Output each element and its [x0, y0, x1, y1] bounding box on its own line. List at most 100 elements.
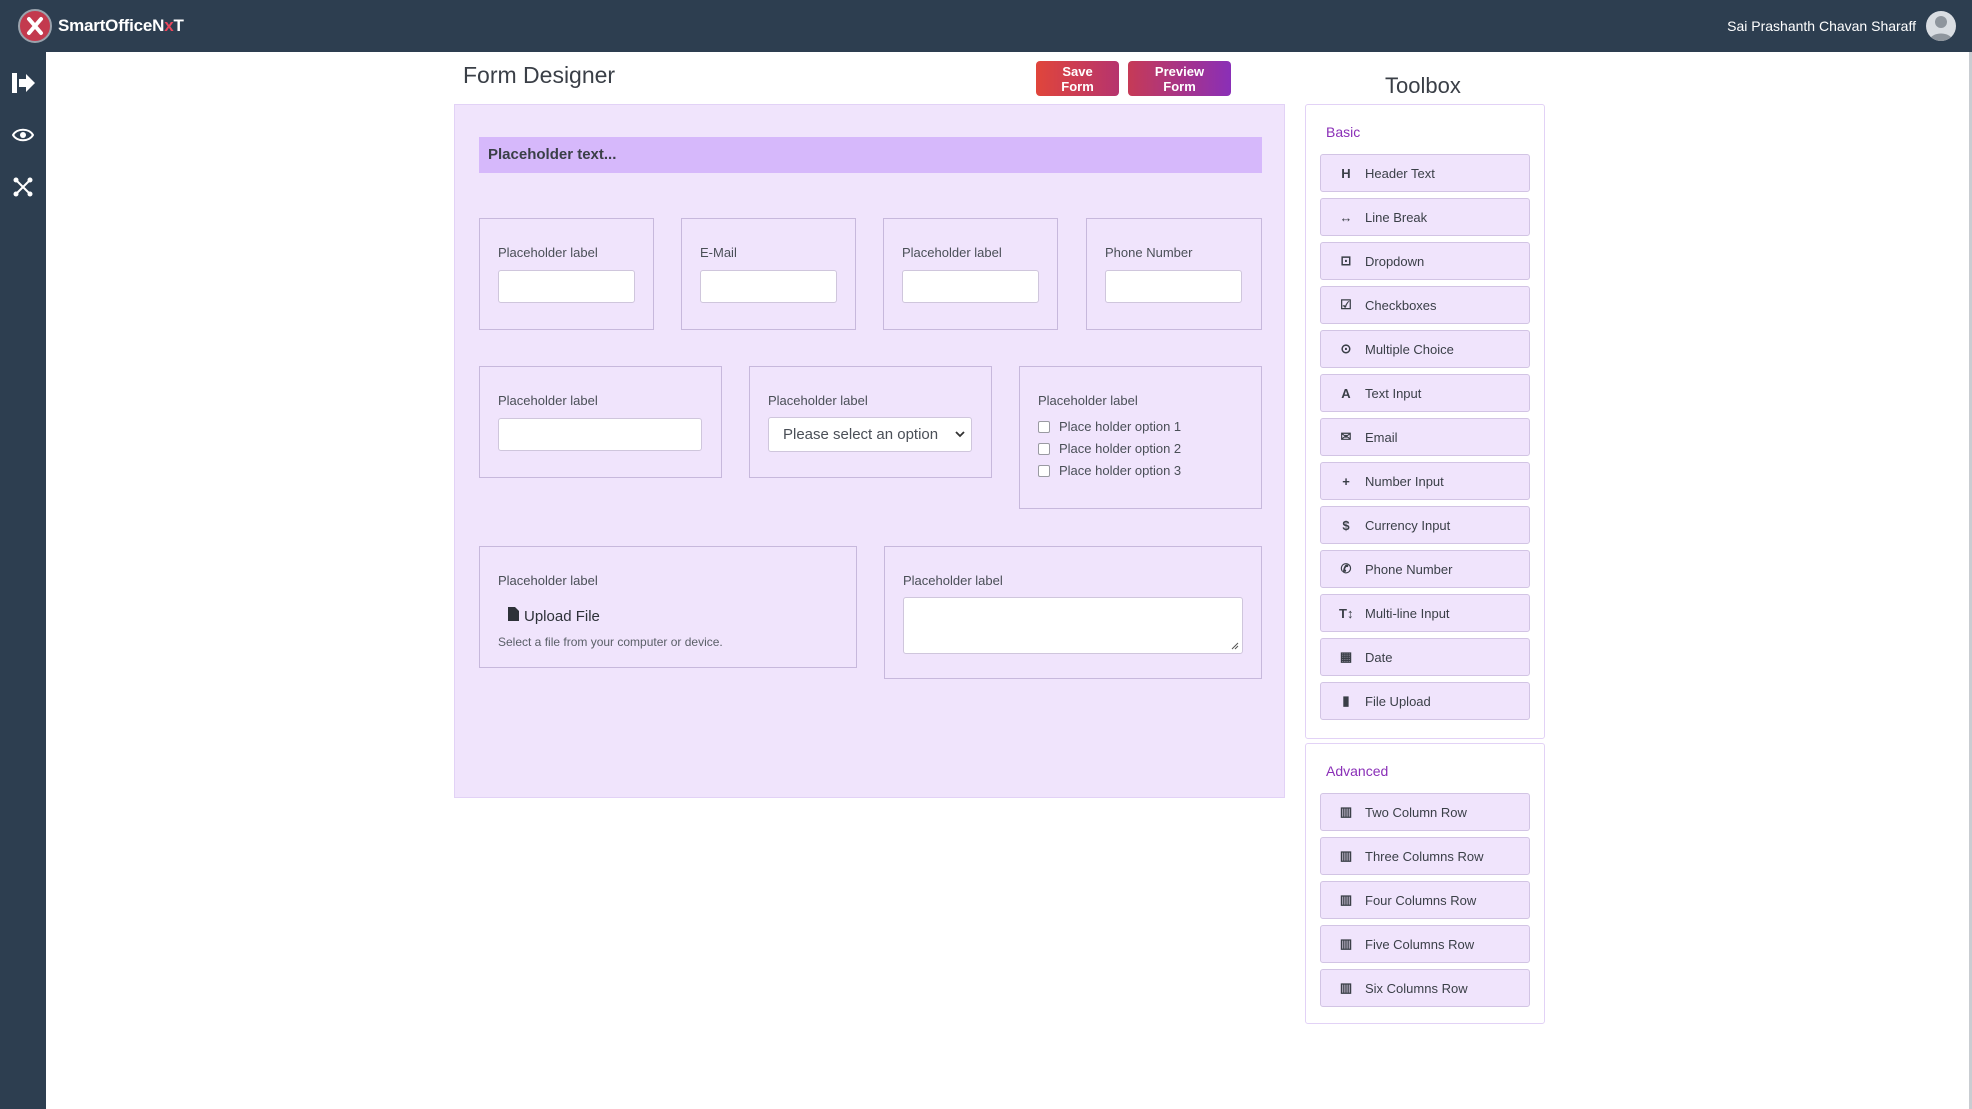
toolbox-item-label: Three Columns Row: [1365, 848, 1484, 864]
toolbox-item-label: Phone Number: [1365, 561, 1453, 577]
email-field[interactable]: E-Mail: [681, 218, 856, 330]
network-icon[interactable]: [8, 172, 38, 202]
field-label: Placeholder label: [768, 393, 868, 408]
upload-file-button[interactable]: Upload File: [508, 607, 600, 625]
text-height-icon: T↕: [1339, 605, 1354, 621]
plus-icon: +: [1342, 473, 1350, 489]
columns-icon: ▥: [1339, 848, 1353, 863]
arrows-horizontal-icon: ↔: [1339, 209, 1353, 225]
text-input-field[interactable]: Placeholder label: [479, 218, 654, 330]
toolbox-item-file-upload[interactable]: ▮File Upload: [1320, 682, 1530, 720]
file-icon: [508, 607, 519, 625]
upload-hint: Select a file from your computer or devi…: [498, 635, 723, 649]
checkbox-option[interactable]: Place holder option 2: [1038, 441, 1181, 456]
field-label: Placeholder label: [903, 573, 1003, 588]
dropdown-field[interactable]: Placeholder label Please select an optio…: [749, 366, 992, 478]
phone-number-field[interactable]: Phone Number: [1086, 218, 1262, 330]
text-input-field[interactable]: Placeholder label: [479, 366, 722, 478]
dropdown-value: Please select an option: [783, 426, 939, 443]
header-text-field[interactable]: Placeholder text...: [479, 137, 1262, 173]
multiline-input-field[interactable]: Placeholder label: [884, 546, 1262, 679]
checkbox[interactable]: [1038, 442, 1050, 455]
basic-section-title: Basic: [1326, 124, 1361, 140]
field-label: Placeholder label: [498, 573, 598, 588]
toolbox-item-email[interactable]: ✉Email: [1320, 418, 1530, 456]
toolbox-item-three-columns-row[interactable]: ▥ Three Columns Row: [1320, 837, 1530, 875]
columns-icon: ▥: [1339, 892, 1353, 907]
toolbox-item-label: File Upload: [1365, 693, 1431, 709]
text-input[interactable]: [498, 270, 635, 303]
checkbox[interactable]: [1038, 464, 1050, 477]
toolbox-item-label: Currency Input: [1365, 517, 1451, 533]
chevron-down-icon: [955, 418, 965, 464]
toolbox-item-four-columns-row[interactable]: ▥Four Columns Row: [1320, 881, 1530, 919]
dropdown-icon: ⊡: [1340, 253, 1352, 268]
eye-icon[interactable]: [8, 120, 38, 150]
dollar-icon: $: [1342, 517, 1350, 533]
radio-icon: ⊙: [1340, 341, 1352, 356]
dropdown-select[interactable]: Please select an option: [768, 417, 972, 452]
field-label: Phone Number: [1105, 245, 1193, 260]
header-icon: H: [1341, 165, 1351, 181]
phone-icon: ✆: [1340, 561, 1352, 576]
multiline-textarea[interactable]: [903, 597, 1243, 654]
columns-icon: ▥: [1339, 936, 1353, 951]
resize-grip-icon[interactable]: [1231, 642, 1239, 650]
toolbox-item-label: Header Text: [1365, 165, 1435, 181]
scrollbar[interactable]: [1969, 52, 1972, 1109]
field-label: Placeholder label: [1038, 393, 1138, 408]
text-input[interactable]: [498, 418, 702, 451]
checkbox-option[interactable]: Place holder option 3: [1038, 463, 1181, 478]
toolbox-item-phone-number[interactable]: ✆ Phone Number: [1320, 550, 1530, 588]
checkbox-option-label: Place holder option 3: [1059, 463, 1182, 478]
calendar-icon: ▦: [1339, 649, 1353, 664]
field-label: Placeholder label: [498, 245, 598, 260]
toolbox-item-header-text[interactable]: H Header Text: [1320, 154, 1530, 192]
toolbox-item-label: Email: [1365, 429, 1398, 445]
top-bar: SmartOfficeNxT Sai Prashanth Chavan Shar…: [0, 0, 1972, 52]
save-form-button[interactable]: Save Form: [1036, 61, 1119, 96]
toolbox-item-label: Multiple Choice: [1365, 341, 1454, 357]
upload-file-label: Upload File: [524, 607, 600, 625]
avatar[interactable]: [1926, 11, 1956, 41]
toolbox-item-six-columns-row[interactable]: ▥Six Columns Row: [1320, 969, 1530, 1007]
form-canvas[interactable]: Placeholder text... Placeholder label E-…: [454, 104, 1285, 798]
toolbox-item-label: Five Columns Row: [1365, 936, 1475, 952]
toolbox-item-multiline-input[interactable]: T↕Multi-line Input: [1320, 594, 1530, 632]
toolbox-item-five-columns-row[interactable]: ▥ Five Columns Row: [1320, 925, 1530, 963]
app-logo-icon[interactable]: [18, 9, 52, 43]
brand-end: T: [173, 16, 184, 35]
checkbox[interactable]: [1038, 420, 1050, 433]
brand-main: SmartOfficeN: [58, 16, 165, 35]
toolbox-item-label: Dropdown: [1365, 253, 1425, 269]
brand-name[interactable]: SmartOfficeNxT: [58, 16, 184, 36]
toolbox-item-dropdown[interactable]: ⊡ Dropdown: [1320, 242, 1530, 280]
toolbox-item-multiple-choice[interactable]: ⊙ Multiple Choice: [1320, 330, 1530, 368]
toolbox-basic-panel: Basic H Header Text ↔ Line Break ⊡ Dropdown…: [1305, 104, 1545, 739]
file-upload-field[interactable]: Placeholder label Upload File Select a f…: [479, 546, 857, 668]
columns-icon: ▥: [1339, 804, 1353, 819]
toolbox-item-date[interactable]: ▦Date: [1320, 638, 1530, 676]
toolbox-item-label: Line Break: [1365, 209, 1428, 225]
user-avatar-icon: [1929, 16, 1953, 41]
user-name[interactable]: Sai Prashanth Chavan Sharaff: [1727, 18, 1916, 34]
phone-input[interactable]: [1105, 270, 1242, 303]
toolbox-item-currency-input[interactable]: $ Currency Input: [1320, 506, 1530, 544]
checkboxes-field[interactable]: Placeholder label Place holder option 1 …: [1019, 366, 1262, 509]
text-input-field[interactable]: Placeholder label: [883, 218, 1058, 330]
columns-icon: ▥: [1339, 980, 1353, 995]
checkbox-option[interactable]: Place holder option 1: [1038, 419, 1181, 434]
toolbox-item-two-column-row[interactable]: ▥ Two Column Row: [1320, 793, 1530, 831]
toolbox-item-label: Checkboxes: [1365, 297, 1437, 313]
text-input[interactable]: [902, 270, 1039, 303]
preview-form-button[interactable]: Preview Form: [1128, 61, 1231, 96]
toolbox-item-label: Two Column Row: [1365, 804, 1467, 820]
advanced-section-title: Advanced: [1326, 763, 1389, 779]
exit-icon[interactable]: [8, 68, 38, 98]
toolbox-item-number-input[interactable]: +Number Input: [1320, 462, 1530, 500]
email-input[interactable]: [700, 270, 837, 303]
checkbox-option-label: Place holder option 2: [1059, 441, 1182, 456]
toolbox-item-checkboxes[interactable]: ☑Checkboxes: [1320, 286, 1530, 324]
toolbox-item-line-break[interactable]: ↔ Line Break: [1320, 198, 1530, 236]
